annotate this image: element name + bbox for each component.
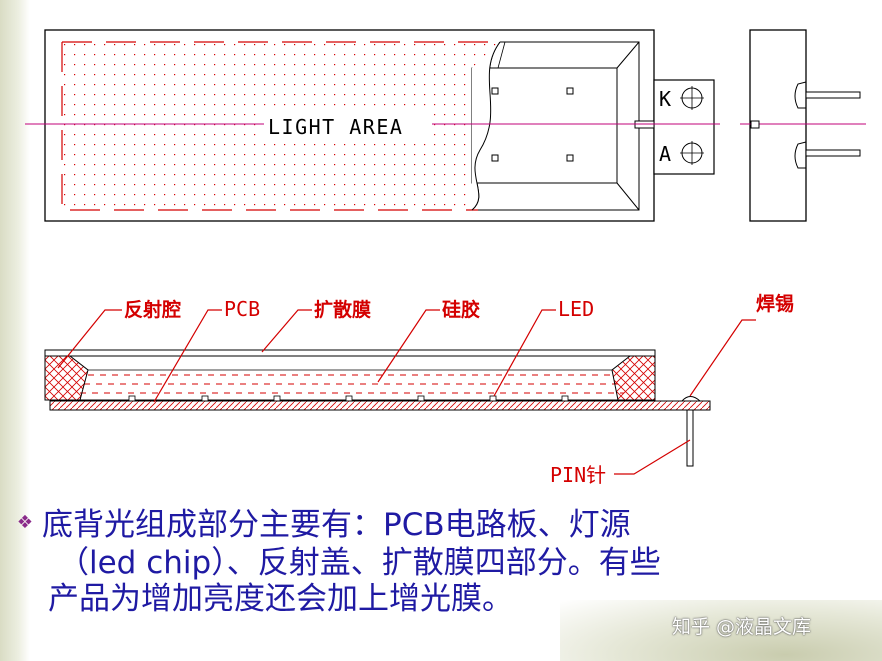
pin-k-label: K xyxy=(659,87,671,111)
caption-text-3: 产品为增加亮度还会加上增光膜。 xyxy=(48,580,513,617)
led-square xyxy=(566,154,574,162)
label-led: LED xyxy=(558,297,594,321)
reflector-left xyxy=(44,355,89,401)
leader-led xyxy=(493,309,556,397)
led-square xyxy=(566,87,574,95)
leader-silicone xyxy=(377,309,440,383)
led-square xyxy=(491,154,499,162)
caption-line-1: ❖ 底背光组成部分主要有：PCB电路板、灯源 xyxy=(8,507,868,545)
led-square xyxy=(491,87,499,95)
side-pin xyxy=(805,149,861,157)
pin-needle xyxy=(686,409,694,467)
pin-a-label: A xyxy=(659,142,671,166)
watermark: 知乎 @液晶文库 xyxy=(672,616,812,638)
reflector-right xyxy=(611,355,656,401)
leader-solder xyxy=(689,319,756,397)
caption-line-2: （led chip）、反射盖、扩散膜四部分。有些 xyxy=(8,545,868,581)
side-pin xyxy=(805,91,861,99)
label-pin: PIN针 xyxy=(550,463,606,487)
label-solder: 焊锡 xyxy=(756,292,794,315)
cavity-inner xyxy=(471,67,618,184)
caption: ❖ 底背光组成部分主要有：PCB电路板、灯源 （led chip）、反射盖、扩散膜… xyxy=(8,507,868,617)
leader-pcb xyxy=(153,309,222,403)
background-bottom-texture xyxy=(560,600,882,661)
caption-text-2: （led chip）、反射盖、扩散膜四部分。有些 xyxy=(58,544,661,581)
pcb-board xyxy=(49,400,711,411)
label-silicone: 硅胶 xyxy=(442,298,480,321)
diffuser-film xyxy=(44,349,656,357)
label-reflector: 反射腔 xyxy=(124,298,181,321)
leader-diffuser xyxy=(261,309,312,353)
leader-pin xyxy=(614,439,691,475)
top-view: K A LIGHT AREA xyxy=(25,29,720,222)
light-area-label: LIGHT AREA xyxy=(268,115,403,139)
label-pcb: PCB xyxy=(224,297,260,321)
leader-reflector xyxy=(57,309,122,369)
pin-bump xyxy=(794,81,807,109)
side-frame xyxy=(749,29,807,222)
light-area-border xyxy=(61,41,500,211)
bullet-icon: ❖ xyxy=(16,511,34,533)
silicone-fill xyxy=(80,374,624,394)
background-left-texture xyxy=(0,0,30,661)
solder-joint xyxy=(680,396,702,402)
caption-text-1: 底背光组成部分主要有：PCB电路板、灯源 xyxy=(42,507,631,543)
pin-bump xyxy=(794,141,807,169)
cross-section: 反射腔 PCB 扩散膜 硅胶 LED 焊锡 PIN针 xyxy=(44,292,794,487)
label-diffuser: 扩散膜 xyxy=(314,298,371,321)
caption-line-3: 产品为增加亮度还会加上增光膜。 xyxy=(8,581,868,617)
side-view xyxy=(740,29,866,222)
